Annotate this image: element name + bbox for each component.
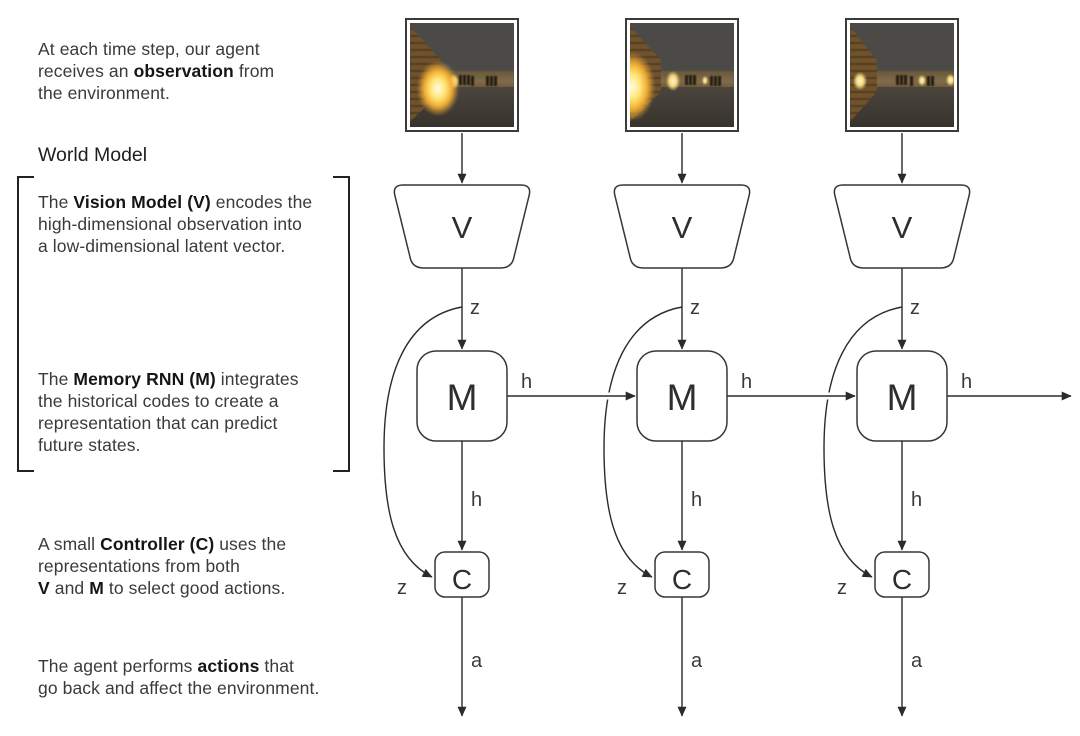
sprite-mark — [467, 75, 471, 85]
item-glow — [917, 75, 926, 87]
bracket-left — [17, 176, 34, 472]
text-line: The agent performs actions that — [38, 656, 295, 676]
doom-scene-1 — [410, 23, 514, 127]
sprite-mark — [926, 76, 930, 87]
memory-rnn-box — [636, 350, 728, 442]
intro-text: At each time step, our agent receives an… — [38, 38, 368, 104]
doom-scene-2 — [630, 23, 734, 127]
c-label: C — [892, 564, 912, 595]
text-line: high-dimensional observation into — [38, 214, 303, 234]
z-to-controller-curve — [383, 306, 463, 578]
memory-rnn-box — [856, 350, 948, 442]
item-glow — [701, 76, 708, 86]
controller-box — [654, 551, 710, 598]
v-label: V — [672, 210, 693, 245]
model-boxes — [393, 184, 971, 598]
fireball-glow — [417, 61, 459, 116]
v-label: V — [452, 210, 473, 245]
doom-scene-3 — [850, 23, 954, 127]
sprite-mark — [485, 76, 489, 87]
sprite-mark — [685, 75, 689, 85]
bracket-right — [333, 176, 350, 472]
z-label: z — [617, 577, 627, 599]
sprite-mark — [463, 75, 467, 85]
vision-model-text: The Vision Model (V) encodes the high-di… — [38, 191, 368, 257]
h-label: h — [691, 489, 702, 511]
sprite-mark — [471, 76, 475, 87]
a-label: a — [691, 650, 703, 672]
sprite-mark — [693, 75, 697, 85]
z-to-controller-curve — [823, 306, 903, 578]
sprite-mark — [494, 76, 498, 87]
text-line: The Memory RNN (M) integrates — [38, 369, 299, 389]
h-label: h — [521, 371, 532, 393]
h-label: h — [911, 489, 922, 511]
sprite-mark — [710, 76, 714, 87]
box-letters: V V V M M M C C C — [447, 210, 918, 595]
c-label: C — [452, 564, 472, 595]
controller-text: A small Controller (C) uses the represen… — [38, 533, 368, 599]
edge-labels: z z z h h h h h h z z z a a a — [397, 297, 972, 672]
h-label: h — [961, 371, 972, 393]
controller-box — [434, 551, 490, 598]
h-label: h — [471, 489, 482, 511]
controller-box — [874, 551, 930, 598]
z-label: z — [397, 577, 407, 599]
text-line: representation that can predict — [38, 413, 278, 433]
sprite-mark — [490, 76, 494, 87]
h-label: h — [741, 371, 752, 393]
text-line: At each time step, our agent — [38, 39, 260, 59]
z-label: z — [470, 297, 480, 319]
m-label: M — [887, 377, 918, 418]
z-label: z — [690, 297, 700, 319]
observation-frame-2 — [625, 18, 739, 132]
sprite-mark — [910, 76, 914, 87]
c-label: C — [672, 564, 692, 595]
a-label: a — [911, 650, 923, 672]
vertical-flow-arrows — [457, 133, 907, 717]
sprite-mark — [689, 75, 693, 85]
text-line: the historical codes to create a — [38, 391, 279, 411]
world-model-heading: World Model — [38, 144, 148, 166]
observation-frame-3 — [845, 18, 959, 132]
a-label: a — [471, 650, 483, 672]
text-line: a low-dimensional latent vector. — [38, 236, 286, 256]
text-line: receives an observation from — [38, 61, 275, 81]
vision-model-box — [613, 184, 751, 269]
sprite-mark — [458, 75, 462, 85]
item-glow — [945, 73, 954, 87]
text-line: representations from both — [38, 556, 240, 576]
wall-orb-glow — [853, 71, 867, 90]
m-label: M — [447, 377, 478, 418]
sprite-mark — [899, 75, 903, 85]
z-label: z — [910, 297, 920, 319]
text-line: The Vision Model (V) encodes the — [38, 192, 313, 212]
v-label: V — [892, 210, 913, 245]
latent-skip-curves — [383, 306, 903, 578]
sprite-mark — [904, 75, 908, 85]
memory-rnn-box — [416, 350, 508, 442]
vision-model-box — [393, 184, 531, 269]
m-label: M — [667, 377, 698, 418]
text-line: future states. — [38, 435, 141, 455]
vision-model-box — [833, 184, 971, 269]
item-glow — [666, 70, 680, 91]
z-to-controller-curve — [603, 306, 683, 578]
memory-rnn-text: The Memory RNN (M) integrates the histor… — [38, 368, 368, 456]
sprite-mark — [895, 75, 899, 85]
text-line: the environment. — [38, 83, 170, 103]
observation-frame-1 — [405, 18, 519, 132]
text-line: go back and affect the environment. — [38, 678, 320, 698]
text-line: V and M to select good actions. — [38, 578, 286, 598]
actions-text: The agent performs actions that go back … — [38, 655, 368, 699]
sprite-mark — [714, 76, 718, 87]
z-label: z — [837, 577, 847, 599]
sprite-mark — [718, 76, 722, 87]
text-line: A small Controller (C) uses the — [38, 534, 287, 554]
sprite-mark — [931, 76, 935, 87]
